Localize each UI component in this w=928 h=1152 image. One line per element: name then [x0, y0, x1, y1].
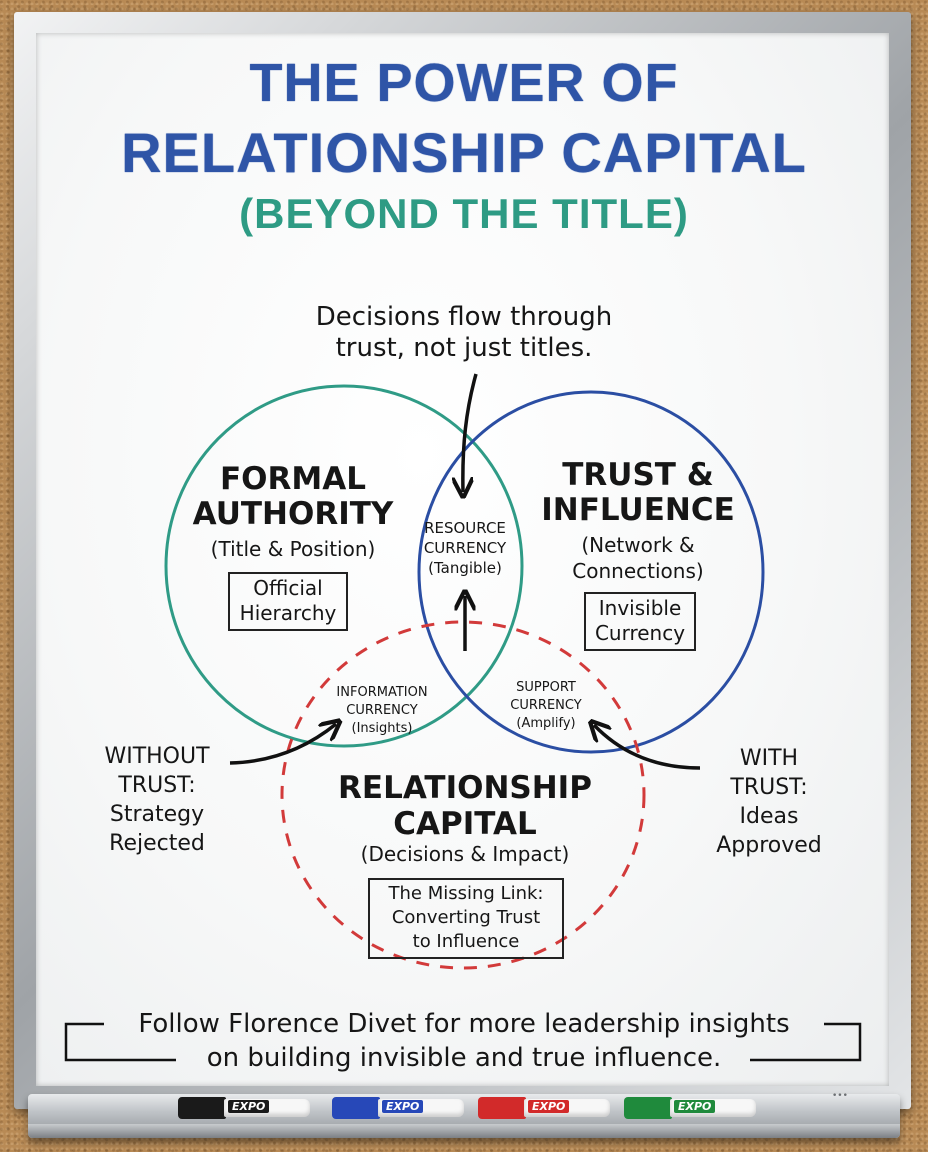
- marker-blue-label: EXPO: [382, 1100, 424, 1113]
- resource-currency-line-1: RESOURCE: [424, 519, 506, 537]
- trust-influence-heading: TRUST & INFLUENCE: [528, 458, 748, 528]
- marker-green[interactable]: EXPO: [624, 1097, 758, 1119]
- trust-influence-sub: (Network & Connections): [538, 532, 738, 584]
- footer-bracket-right: [750, 1022, 862, 1062]
- information-currency-line-3: (Insights): [351, 721, 413, 736]
- resource-currency-line-2: CURRENCY: [423, 539, 507, 557]
- information-currency: INFORMATION CURRENCY (Insights): [312, 684, 452, 738]
- arrow-with-trust: [594, 725, 701, 770]
- information-currency-line-2: CURRENCY: [346, 703, 418, 718]
- without-trust-line-4: Rejected: [109, 831, 205, 856]
- formal-authority-heading-1: FORMAL: [220, 461, 366, 497]
- trust-influence-heading-1: TRUST &: [562, 457, 714, 493]
- formal-authority-heading: FORMAL AUTHORITY: [178, 462, 408, 532]
- marker-red-cap: [478, 1097, 526, 1119]
- formal-authority-box: Official Hierarchy: [228, 572, 348, 631]
- title-line-1: THE POWER OF: [249, 53, 679, 113]
- circle-formal-authority: [164, 384, 524, 748]
- whiteboard-surface: [36, 33, 889, 1086]
- formal-authority-heading-2: AUTHORITY: [192, 496, 394, 532]
- marker-green-label: EXPO: [674, 1100, 716, 1113]
- tray-brand-mark: •••: [832, 1091, 848, 1101]
- information-currency-line-1: INFORMATION: [336, 685, 428, 700]
- with-trust-note: WITH TRUST: Ideas Approved: [704, 744, 834, 860]
- marker-red[interactable]: EXPO: [478, 1097, 612, 1119]
- relationship-capital-heading: RELATIONSHIP CAPITAL: [323, 770, 607, 842]
- circle-trust-influence: [417, 390, 765, 754]
- marker-black[interactable]: EXPO: [178, 1097, 312, 1119]
- marker-tray-lip: [28, 1124, 900, 1138]
- marker-black-cap: [178, 1097, 226, 1119]
- with-trust-line-4: Approved: [716, 833, 822, 858]
- support-currency-line-1: SUPPORT: [516, 680, 576, 695]
- relationship-capital-box-line-2: Converting Trust: [391, 907, 541, 928]
- footer-line-2: on building invisible and true influence…: [206, 1043, 722, 1073]
- relationship-capital-box: The Missing Link: Converting Trust to In…: [368, 878, 564, 959]
- subtitle: (BEYOND THE TITLE): [239, 190, 689, 237]
- marker-blue-cap: [332, 1097, 380, 1119]
- support-currency-line-3: (Amplify): [516, 716, 576, 731]
- without-trust-line-1: WITHOUT: [104, 744, 210, 769]
- arrow-without-trust: [229, 724, 336, 765]
- resource-currency-line-3: (Tangible): [428, 559, 502, 577]
- circle-relationship-capital: [280, 620, 646, 970]
- trust-influence-box-line-2: Currency: [594, 621, 686, 645]
- relationship-capital-box-line-1: The Missing Link:: [388, 883, 544, 904]
- footer-bracket-left: [64, 1022, 176, 1062]
- with-trust-line-1: WITH: [739, 746, 799, 771]
- marker-red-label: EXPO: [528, 1100, 570, 1113]
- formal-authority-sub: (Title & Position): [210, 537, 376, 561]
- support-currency-line-2: CURRENCY: [510, 698, 582, 713]
- title-line-2: RELATIONSHIP CAPITAL: [121, 121, 807, 184]
- with-trust-line-3: Ideas: [739, 804, 799, 829]
- trust-influence-heading-2: INFLUENCE: [541, 492, 735, 528]
- trust-influence-sub-line-1: (Network &: [581, 533, 695, 557]
- trust-influence-sub-line-2: Connections): [572, 559, 704, 583]
- marker-green-cap: [624, 1097, 672, 1119]
- trust-influence-box-line-1: Invisible: [598, 596, 682, 620]
- relationship-capital-box-line-3: to Influence: [412, 931, 520, 952]
- callout-top-line-1: Decisions flow through: [315, 302, 613, 332]
- footer-line-1: Follow Florence Divet for more leadershi…: [138, 1009, 790, 1039]
- marker-black-label: EXPO: [228, 1100, 270, 1113]
- arrow-top-callout: [463, 373, 478, 492]
- relationship-capital-sub: (Decisions & Impact): [360, 842, 570, 866]
- formal-authority-box-line-2: Hierarchy: [239, 601, 337, 625]
- relationship-capital-heading-2: CAPITAL: [393, 806, 537, 842]
- callout-top: Decisions flow through trust, not just t…: [264, 302, 664, 364]
- trust-influence-box: Invisible Currency: [584, 592, 696, 651]
- without-trust-line-3: Strategy: [109, 802, 205, 827]
- without-trust-line-2: TRUST:: [118, 773, 196, 798]
- resource-currency: RESOURCE CURRENCY (Tangible): [395, 518, 535, 578]
- relationship-capital-heading-1: RELATIONSHIP: [338, 770, 592, 806]
- support-currency: SUPPORT CURRENCY (Amplify): [481, 679, 611, 733]
- without-trust-note: WITHOUT TRUST: Strategy Rejected: [82, 742, 232, 858]
- formal-authority-box-line-1: Official: [253, 576, 323, 600]
- with-trust-line-2: TRUST:: [730, 775, 808, 800]
- callout-top-line-2: trust, not just titles.: [335, 333, 593, 363]
- marker-blue[interactable]: EXPO: [332, 1097, 466, 1119]
